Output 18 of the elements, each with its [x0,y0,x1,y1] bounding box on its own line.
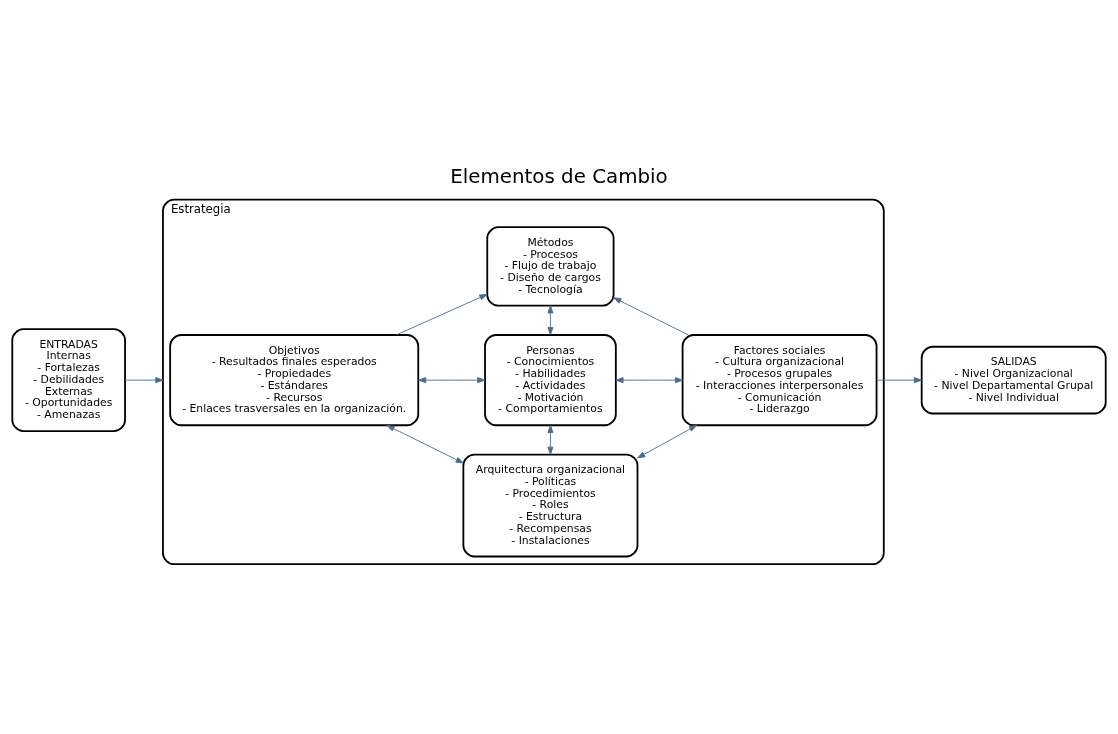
arrow [637,424,698,458]
arrow [547,304,554,335]
node-box: SALIDAS - Nivel Organizacional - Nivel Departamental Grupal - Nivel Individual [920,345,1107,414]
arrow [615,376,683,383]
node-box: Arquitectura organizacional - Políticas - Procedimientos - Roles - Estructura - Recompensas - Instalaciones [462,453,639,557]
node-box: Métodos - Procesos - Flujo de trabajo - Diseño de cargos - Tecnología [486,225,615,307]
arrow [418,376,486,383]
diagram-title: Elementos de Cambio [450,164,668,188]
node-box: Factores sociales - Cultura organizacional - Procesos grupales - Interacciones interpersonales - Comunicación - Liderazgo [681,333,878,426]
arrow [876,376,922,383]
arrow [547,424,554,455]
node-box: Objetivos - Resultados finales esperados - Propiedades - Estándares - Recursos - Enlaces trasversales en la organización. [169,333,420,426]
arrow [395,293,488,335]
arrow [386,424,464,463]
node-box: ENTRADAS Internas - Fortalezas - Debilidades Externas - Oportunidades - Amenazas [11,327,126,432]
arrow [124,376,164,383]
arrow [613,296,689,335]
node-box: Personas - Conocimientos - Habilidades - Actividades - Motivación - Comportamientos [484,333,617,426]
